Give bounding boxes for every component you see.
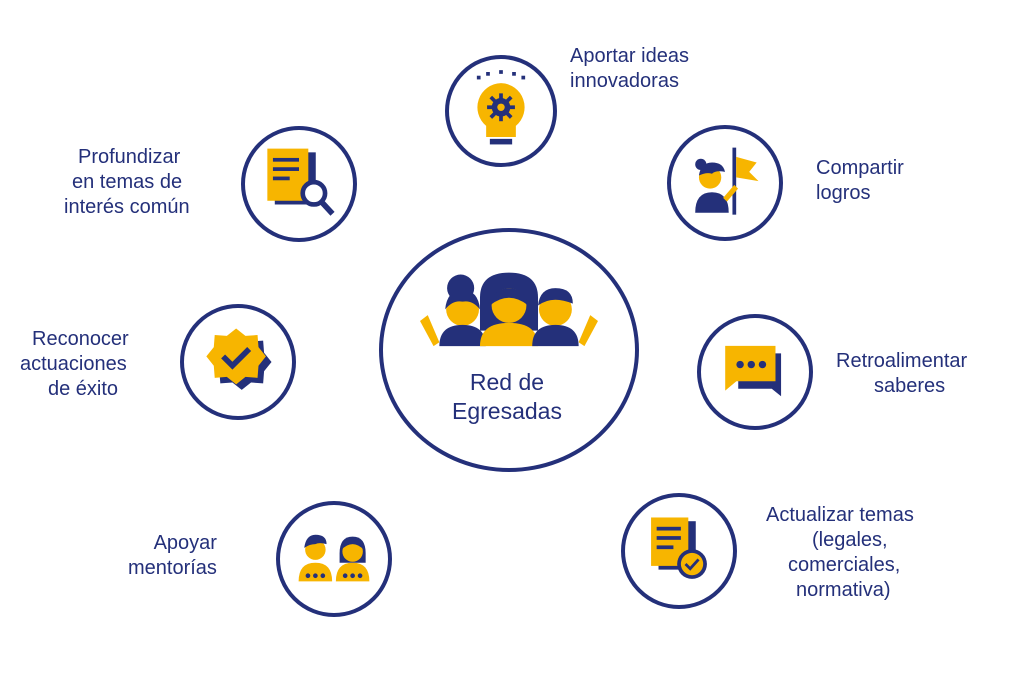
node-ideas bbox=[445, 55, 557, 167]
label-mentorias: Apoyar mentorías bbox=[128, 532, 217, 579]
node-actualizar bbox=[621, 493, 737, 609]
label-logros: Compartir logros bbox=[816, 157, 904, 204]
label-ideas: Aportar ideas innovadoras bbox=[570, 45, 689, 92]
node-retroalimentar bbox=[697, 314, 813, 430]
label-retroalimentar: Retroalimentar saberes bbox=[836, 350, 968, 397]
document-search-icon bbox=[267, 148, 335, 216]
badge-check-icon bbox=[206, 328, 272, 390]
group-people-icon bbox=[420, 272, 598, 347]
node-mentorias bbox=[276, 501, 392, 617]
node-profundizar bbox=[241, 126, 357, 242]
center-title: Red de Egresadas bbox=[452, 369, 562, 424]
center-hub bbox=[379, 228, 639, 472]
document-check-icon bbox=[651, 517, 707, 579]
node-logros bbox=[667, 125, 783, 241]
label-reconocer: Reconocer actuaciones de éxito bbox=[20, 328, 129, 400]
node-reconocer bbox=[180, 304, 296, 420]
person-flag-icon bbox=[695, 147, 759, 215]
two-people-icon bbox=[298, 534, 370, 582]
chat-bubbles-icon bbox=[725, 345, 782, 397]
label-actualizar: Actualizar temas (legales, comerciales, … bbox=[766, 504, 914, 601]
lightbulb-gear-icon bbox=[476, 70, 526, 145]
label-profundizar: Profundizar en temas de interés común bbox=[64, 146, 190, 218]
